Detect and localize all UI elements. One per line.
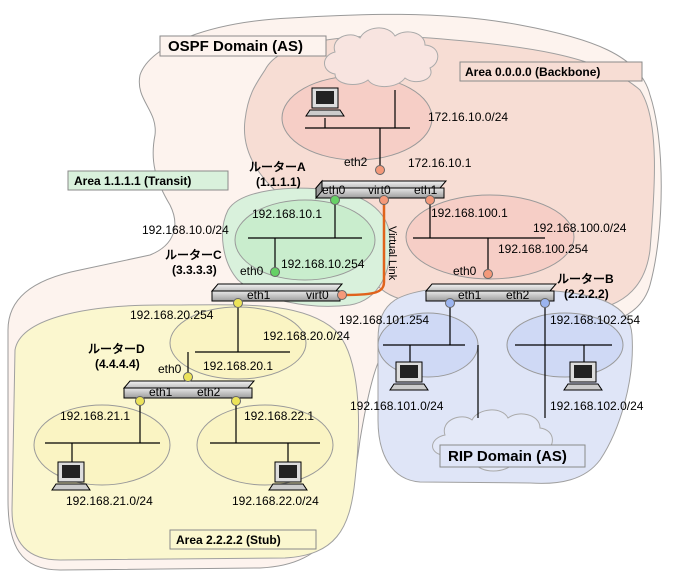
net-10-label: 192.168.10.0/24 [142, 223, 229, 237]
net-102-label: 192.168.102.0/24 [550, 399, 644, 413]
router-d-id: (4.4.4.4) [95, 357, 140, 371]
router-b-eth2-label: eth2 [506, 288, 530, 302]
subnet-10-ellipse [234, 199, 376, 281]
area-transit-label: Area 1.1.1.1 (Transit) [74, 174, 191, 188]
virtual-link-line [344, 200, 386, 297]
router-a-eth1-label: eth1 [414, 183, 438, 197]
router-a-virt0-port [379, 195, 389, 205]
router-a-id: (1.1.1.1) [256, 175, 301, 189]
net-100-label: 192.168.100.0/24 [533, 221, 627, 235]
router-b-eth0-address: 192.168.100.254 [498, 242, 588, 256]
router-c-eth0-port [270, 267, 280, 277]
virtual-link-label: Virtual Link [386, 226, 398, 281]
backbone-label-box [459, 61, 643, 82]
router-a-eth0-address: 192.168.10.1 [252, 207, 322, 221]
router-a-eth0-label: eth0 [322, 183, 346, 197]
router-d-eth1-address: 192.168.21.1 [60, 409, 130, 423]
ospf-domain-label-box [159, 35, 327, 57]
area-stub-label: Area 2.2.2.2 (Stub) [176, 533, 281, 547]
router-c-virt0-label: virt0 [306, 288, 329, 302]
router-d-eth1-port [135, 396, 145, 406]
router-a[interactable] [314, 179, 448, 200]
router-a-eth1-port [425, 195, 435, 205]
router-b-name: ルーターB [557, 272, 614, 286]
router-b-eth2-address: 192.168.102.254 [550, 313, 640, 327]
network-wires [45, 90, 612, 463]
rip-domain-label-box [439, 444, 586, 468]
router-d-eth2-address: 192.168.22.1 [244, 409, 314, 423]
router-d-eth0-address: 192.168.20.1 [203, 359, 273, 373]
router-c-virt0-port [337, 290, 347, 300]
router-a-eth2-port [375, 165, 385, 175]
router-d-eth2-port [231, 396, 241, 406]
router-b-eth1-label: eth1 [458, 288, 482, 302]
ospf-domain-label: OSPF Domain (AS) [168, 38, 303, 55]
router-b[interactable] [424, 283, 558, 302]
router-b-id: (2.2.2.2) [564, 287, 609, 301]
stub-label-box [169, 529, 317, 550]
router-d-name: ルーターD [88, 342, 145, 356]
router-c-eth0-address: 192.168.10.254 [281, 257, 365, 271]
subnet-100-ellipse [405, 194, 575, 280]
transit-label-box [67, 170, 229, 191]
computer-icon [51, 461, 91, 491]
net-21-label: 192.168.21.0/24 [66, 494, 153, 508]
router-c-name: ルーターC [165, 248, 222, 262]
computer-icon [563, 361, 603, 391]
router-c-eth1-port [233, 298, 243, 308]
router-c-id: (3.3.3.3) [172, 263, 217, 277]
router-d[interactable] [122, 380, 256, 399]
router-c-eth1-address: 192.168.20.254 [130, 308, 214, 322]
internet-cloud-icon [324, 27, 439, 87]
computer-icon [268, 461, 308, 491]
router-a-name: ルーターA [249, 160, 306, 174]
rip-domain-label: RIP Domain (AS) [448, 448, 567, 465]
router-b-eth0-port [483, 269, 493, 279]
computer-icon [389, 361, 429, 391]
net-172-label: 172.16.10.0/24 [428, 110, 508, 124]
router-d-eth0-port [183, 372, 193, 382]
router-d-eth2-label: eth2 [197, 385, 221, 399]
router-a-virt0-label: virt0 [368, 183, 391, 197]
router-d-eth0-label: eth0 [158, 362, 182, 376]
router-b-eth0-label: eth0 [453, 264, 477, 278]
router-b-eth1-address: 192.168.101.254 [339, 313, 429, 327]
net-20-label: 192.168.20.0/24 [263, 329, 350, 343]
router-b-eth2-port [540, 298, 550, 308]
router-a-eth2-address: 172.16.10.1 [408, 156, 472, 170]
router-a-eth0-port [330, 195, 340, 205]
net-101-label: 192.168.101.0/24 [350, 399, 444, 413]
router-c-eth0-label: eth0 [240, 264, 264, 278]
net-22-label: 192.168.22.0/24 [232, 494, 319, 508]
computer-icon [305, 87, 345, 117]
router-c-eth1-label: eth1 [247, 288, 271, 302]
router-b-eth1-port [445, 298, 455, 308]
router-a-eth1-address: 192.168.100.1 [431, 206, 508, 220]
area-backbone-label: Area 0.0.0.0 (Backbone) [465, 65, 600, 79]
subnet-172-ellipse [281, 75, 433, 161]
router-d-eth1-label: eth1 [149, 385, 173, 399]
router-a-eth2-label: eth2 [344, 155, 368, 169]
